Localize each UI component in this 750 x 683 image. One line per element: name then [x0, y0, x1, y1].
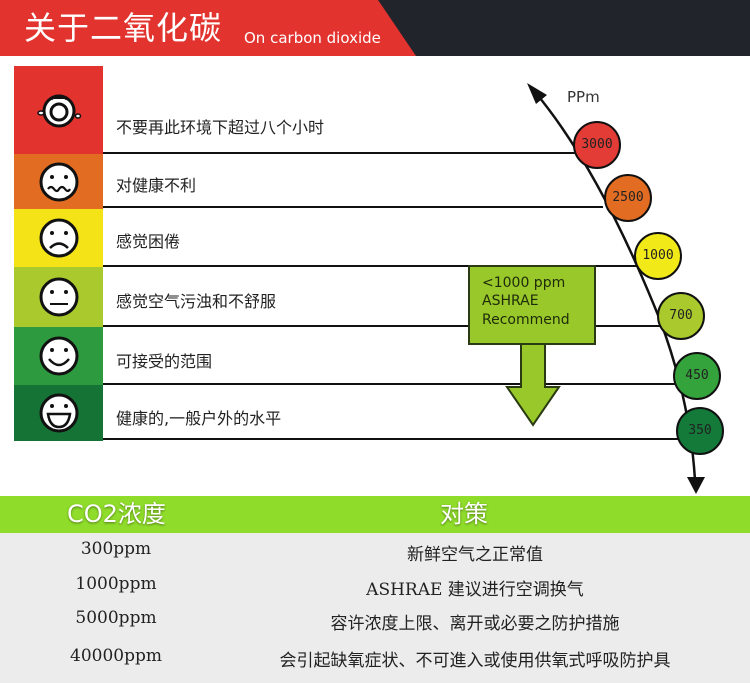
- table-cell-ppm: 1000ppm: [75, 574, 157, 594]
- row-divider: [103, 152, 575, 154]
- table-header: CO2浓度 对策: [0, 496, 750, 533]
- row-divider: [103, 325, 660, 327]
- bubble-350: 350: [688, 423, 712, 438]
- header-bar: 关于二氧化碳 On carbon dioxide: [0, 0, 750, 56]
- recommend-line1: <1000 ppm: [482, 275, 566, 291]
- row-divider: [103, 265, 638, 267]
- page-title: 关于二氧化碳: [24, 9, 223, 47]
- bubble-450: 450: [685, 368, 709, 383]
- table-body: 300ppm 新鲜空气之正常值 1000ppm ASHRAE 建议进行空调换气 …: [0, 533, 750, 683]
- arrow-down-icon: [687, 477, 705, 494]
- level-text-350: 健康的,一般户外的水平: [116, 409, 282, 428]
- sad-face-icon: [39, 218, 78, 258]
- level-text-3000: 不要再此环境下超过八个小时: [116, 118, 325, 137]
- table-cell-ppm: 40000ppm: [70, 646, 162, 666]
- grin-face-icon: [39, 393, 78, 433]
- table-cell-action: 会引起缺氧症状、不可進入或使用供氧式呼吸防护具: [279, 651, 671, 671]
- recommend-line2: ASHRAE: [482, 293, 539, 309]
- smile-face-icon: [39, 336, 78, 376]
- band-450: [14, 327, 103, 385]
- header-red-banner: [0, 0, 416, 56]
- ppm-scale-diagram: [527, 83, 724, 494]
- arrow-up-icon: [527, 83, 547, 104]
- level-text-700: 感觉空气污浊和不舒服: [116, 292, 277, 311]
- axis-label: PPm: [567, 88, 600, 106]
- band-350: [14, 385, 103, 441]
- crying-face-icon: [36, 94, 81, 128]
- band-700: [14, 267, 103, 327]
- queasy-face-icon: [39, 162, 78, 201]
- row-divider: [103, 206, 603, 208]
- table-cell-action: ASHRAE 建议进行空调换气: [366, 580, 584, 600]
- band-1000: [14, 209, 103, 267]
- table-cell-ppm: 5000ppm: [75, 608, 157, 628]
- header-co2-concentration: CO2浓度: [67, 500, 166, 528]
- bubble-2500: 2500: [612, 190, 644, 205]
- table-cell-ppm: 300ppm: [80, 539, 152, 559]
- bubble-1000: 1000: [642, 248, 674, 263]
- bubble-3000: 3000: [581, 137, 613, 152]
- ashrae-recommend-box: <1000 ppm ASHRAE Recommend: [468, 265, 596, 345]
- row-divider: [103, 383, 676, 385]
- recommend-line3: Recommend: [482, 312, 570, 328]
- recommend-arrow-icon: [505, 343, 561, 427]
- header-countermeasure: 对策: [440, 500, 488, 528]
- row-divider: [103, 438, 683, 440]
- band-3000: [14, 66, 103, 154]
- page-subtitle: On carbon dioxide: [244, 29, 381, 47]
- level-text-2500: 对健康不利: [116, 176, 197, 195]
- level-text-1000: 感觉困倦: [116, 232, 181, 251]
- level-text-450: 可接受的范围: [116, 352, 213, 371]
- neutral-face-icon: [39, 277, 78, 317]
- bubble-700: 700: [669, 308, 693, 323]
- band-2500: [14, 154, 103, 209]
- table-cell-action: 容许浓度上限、离开或必要之防护措施: [330, 614, 620, 634]
- table-cell-action: 新鲜空气之正常值: [407, 545, 543, 565]
